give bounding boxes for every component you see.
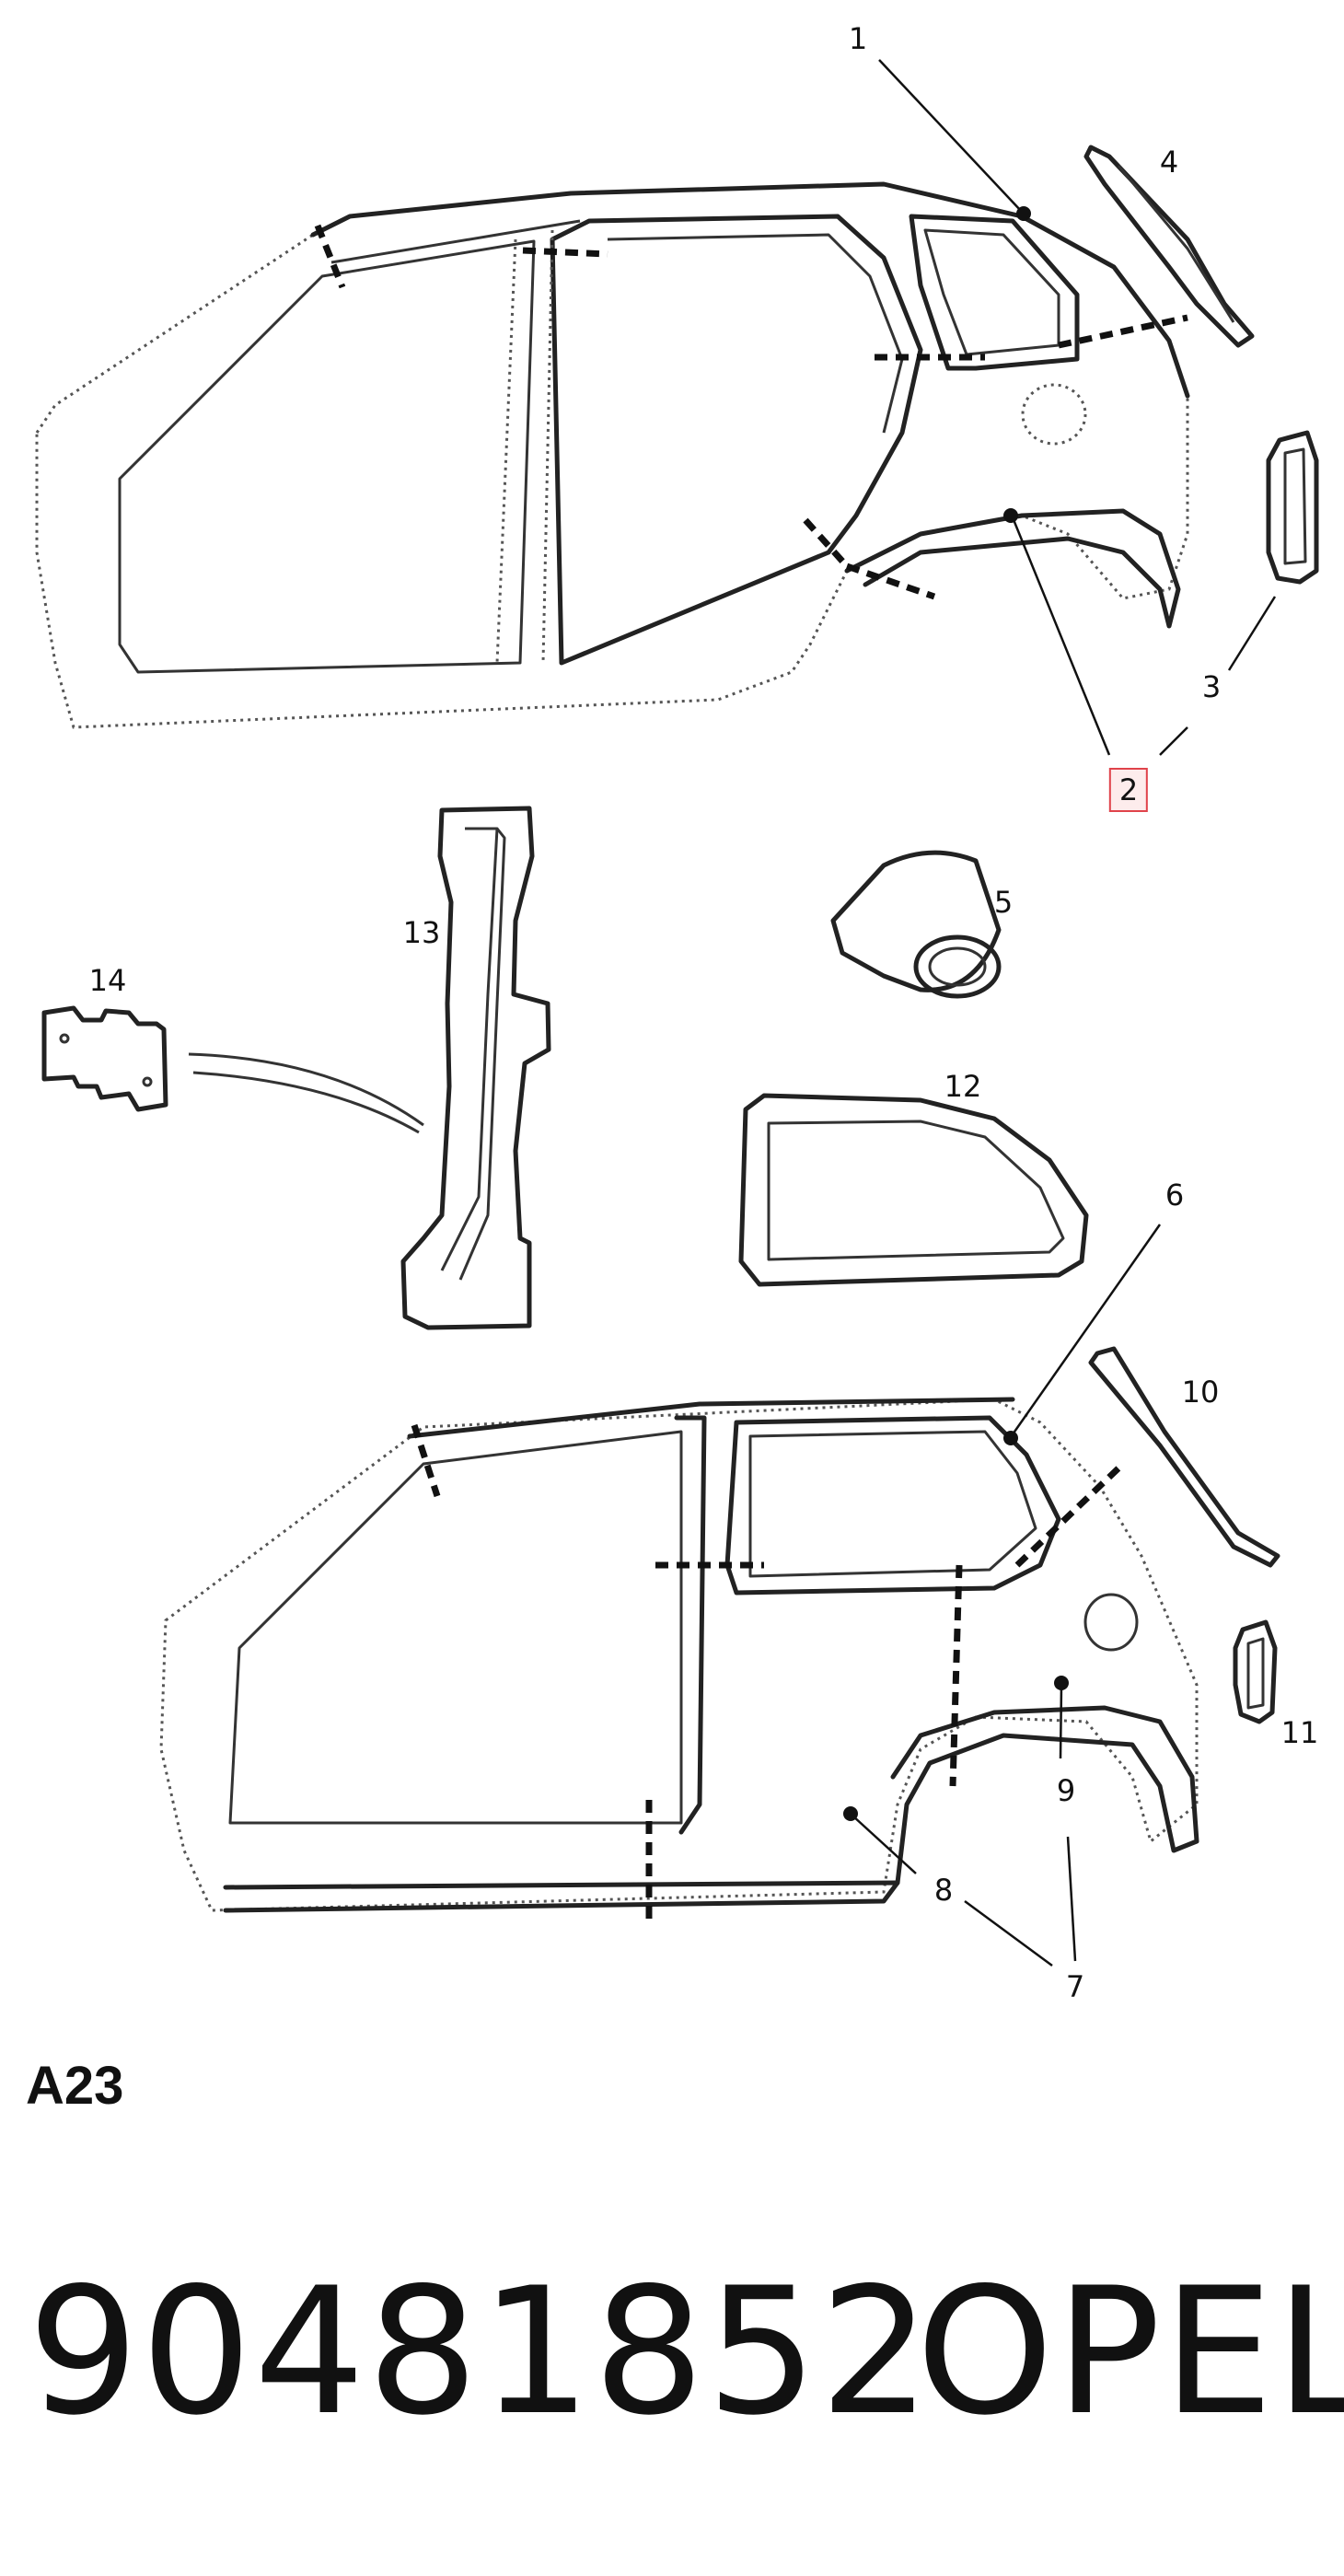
part-12-quarter-glass [738,1093,1089,1287]
callout-3: 3 [1201,669,1222,704]
callout-10: 10 [1181,1375,1220,1410]
callout-11: 11 [1280,1715,1319,1750]
callout-6: 6 [1164,1178,1185,1213]
side-panel-3door [159,1397,1199,1924]
section-code: A23 [26,2056,124,2116]
callout-8: 8 [933,1873,954,1908]
callout-1: 1 [848,21,868,56]
part-10-roof-strip [1088,1346,1280,1568]
callout-4: 4 [1159,145,1179,180]
callout-12: 12 [944,1069,982,1104]
callout-14: 14 [88,963,127,998]
diagram-drawing [35,59,1319,1967]
callout-2-highlighted[interactable]: 2 [1108,768,1149,812]
part-4-roof-strip [1083,145,1255,348]
leader-lines [843,59,1277,1967]
part-5-cap [830,850,1002,999]
part-11-vent-grille [1233,1619,1278,1724]
part-number: 90481852 [28,2250,933,2454]
part-14-plate [41,1005,424,1134]
callout-9: 9 [1056,1773,1076,1808]
part-13-b-pillar [400,806,551,1330]
side-panel-5door [35,181,1190,729]
brand-name: OPEL [916,2250,1344,2454]
callout-13: 13 [402,915,441,950]
parts-diagram: 1 2 3 4 5 6 7 8 9 10 11 12 13 14 [35,21,1319,2004]
part-3-vent-grille [1266,430,1319,585]
callout-7: 7 [1065,1969,1085,2004]
callout-5: 5 [993,885,1014,920]
